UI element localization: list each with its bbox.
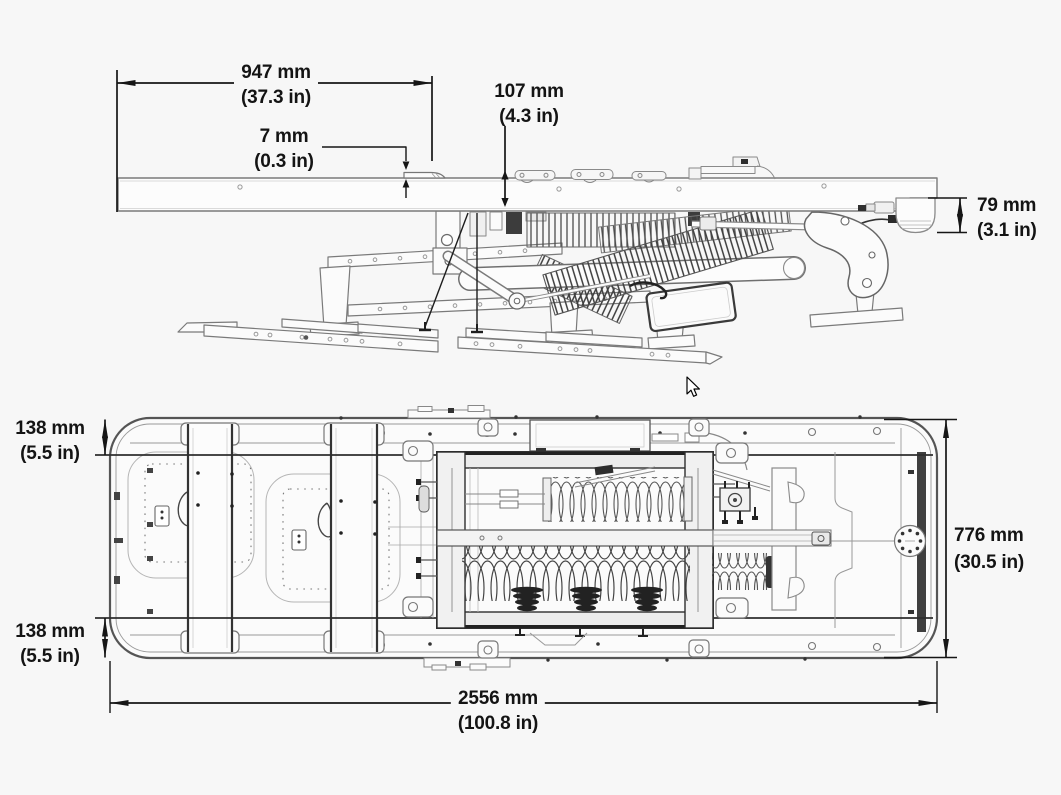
dim-label-79: 79 mm(3.1 in) (977, 195, 1037, 241)
side-mechanism (419, 204, 897, 334)
side-deck-plates (514, 169, 667, 183)
plan-bolt-flange (893, 524, 927, 558)
plan-bellows (511, 586, 663, 612)
side-cable-loop (629, 281, 668, 300)
side-view (116, 70, 967, 365)
plan-mechanism (402, 418, 927, 659)
dim-label-776: 776 mm(30.5 in) (954, 525, 1024, 573)
side-skis (177, 318, 723, 365)
side-curved-arm (803, 211, 889, 299)
plan-strap-bands (180, 422, 385, 654)
plan-spring-top (548, 477, 686, 522)
dim-label-138-bottom: 138 mm(5.5 in) (15, 621, 85, 667)
side-table-band (117, 156, 938, 234)
arrow-cursor-icon (686, 376, 700, 397)
plan-right-bracket (712, 469, 771, 524)
side-housing-box (645, 281, 737, 333)
dim-label-107: 107 mm(4.3 in) (494, 81, 564, 127)
dim-label-138-top: 138 mm(5.5 in) (15, 418, 85, 464)
dim-label-2556: 2556 mm(100.8 in) (450, 686, 546, 736)
side-latch (688, 156, 776, 180)
connector-icon (154, 505, 170, 527)
dim-label-947: 947 mm(37.3 in) (234, 60, 318, 110)
side-link-arm (442, 250, 651, 310)
plan-mid-rail (436, 529, 714, 547)
side-bumper (858, 197, 936, 234)
connector-icon (291, 529, 307, 551)
plan-right-arm (712, 452, 896, 628)
head-box (529, 419, 651, 452)
plan-view (95, 405, 957, 713)
dim-label-7: 7 mm(0.3 in) (254, 126, 314, 172)
plan-spring-bottom (462, 546, 690, 601)
side-anchor-cables (419, 212, 483, 334)
